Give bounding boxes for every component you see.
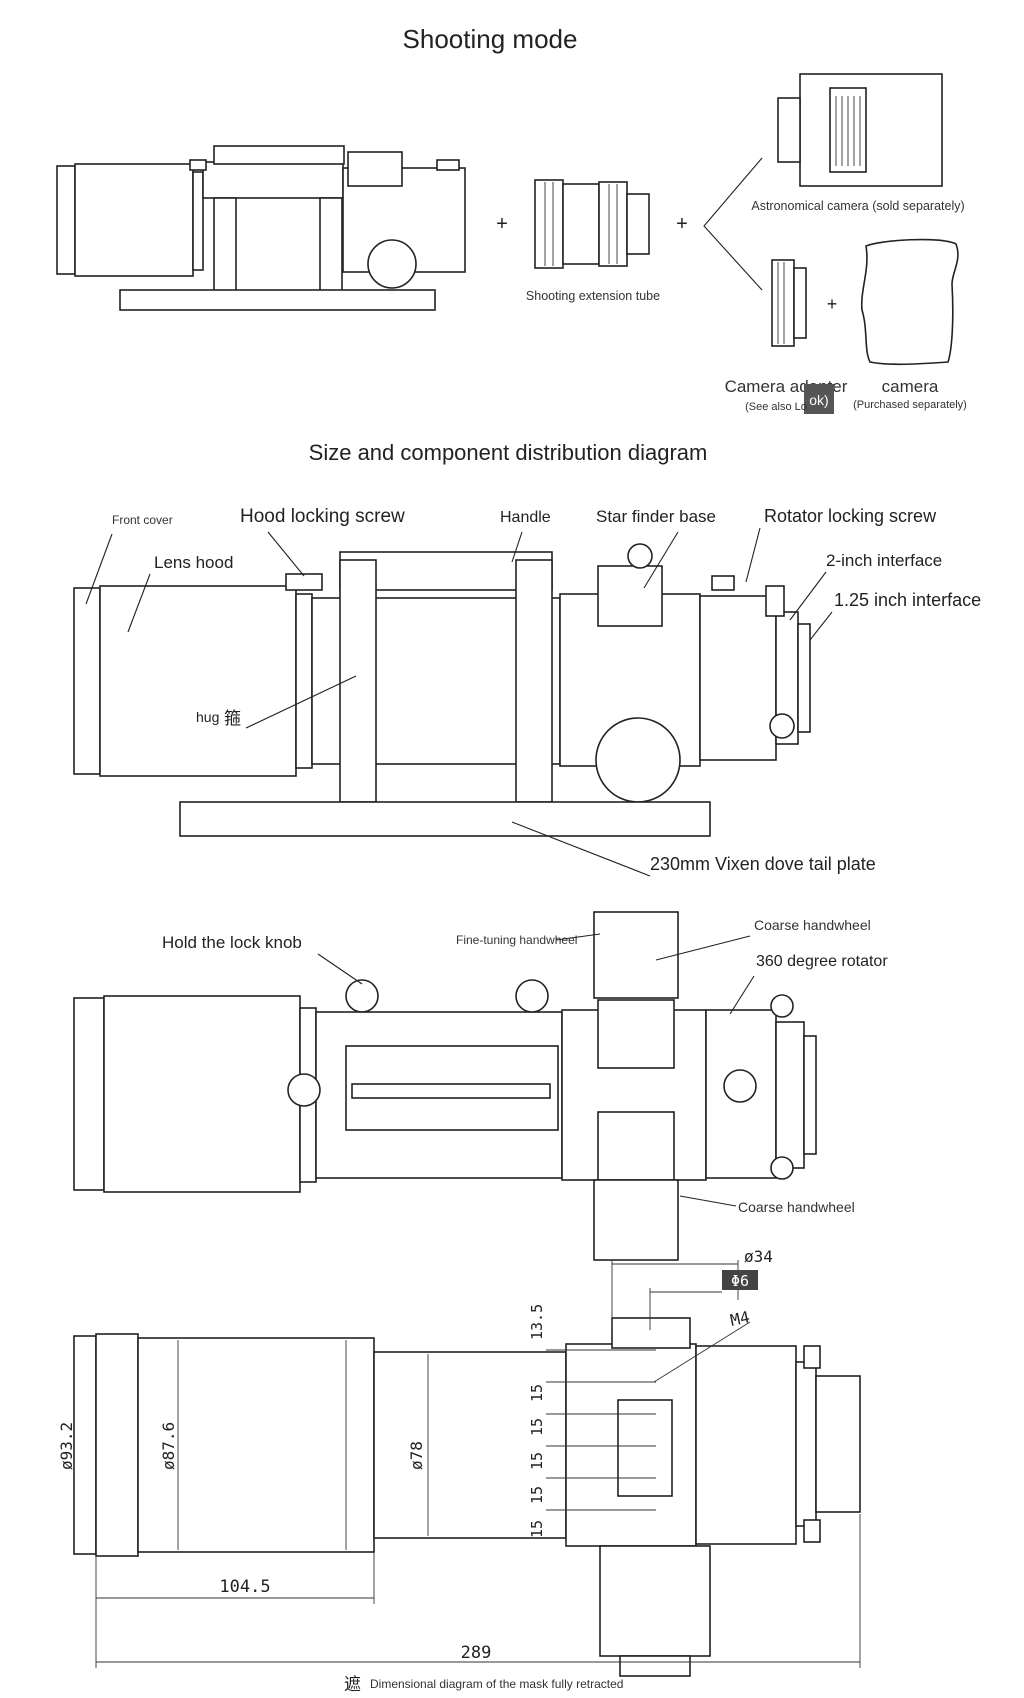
dim-104-5: 104.5 (219, 1577, 270, 1597)
fine-tuning-label: Fine-tuning handwheel (456, 933, 577, 947)
star-finder-base-label: Star finder base (596, 507, 716, 526)
leader-line (85, 533, 113, 605)
hug-label: hug (196, 709, 219, 725)
caption-label: Dimensional diagram of the mask fully re… (370, 1677, 623, 1691)
camera-adapter-drawing (771, 259, 807, 347)
telescope-dimension-drawing (73, 1317, 861, 1677)
plus-sign: + (827, 294, 838, 314)
handle-label: Handle (500, 509, 551, 526)
leader-line (555, 933, 601, 941)
leader-line (511, 531, 523, 563)
one25-inch-interface-label: 1.25 inch interface (834, 590, 981, 610)
leader-line (745, 527, 761, 583)
dim-d87-6: ø87.6 (159, 1422, 178, 1470)
rotator-360-label: 360 degree rotator (756, 953, 888, 970)
leader-line (511, 821, 651, 877)
telescope-top-drawing (73, 911, 817, 1261)
book-badge-text: ok) (809, 392, 828, 408)
dim-15-e: 15 (528, 1520, 546, 1538)
dim-15-b: 15 (528, 1418, 546, 1436)
hood-locking-screw-label: Hood locking screw (240, 506, 405, 527)
dim-15-d: 15 (528, 1486, 546, 1504)
dim-d34: ø34 (744, 1247, 773, 1266)
dim-line (653, 1321, 751, 1383)
dovetail-label: 230mm Vixen dove tail plate (650, 854, 876, 874)
branch-bracket (703, 157, 763, 291)
camera-label: camera (882, 377, 939, 396)
dim-289: 289 (461, 1643, 492, 1663)
shooting-mode-title: Shooting mode (403, 24, 578, 54)
leader-line (789, 571, 827, 621)
leader-line (127, 573, 151, 633)
telescope-side-drawing (73, 543, 811, 837)
leader-line (655, 935, 751, 961)
extension-tube-label: Shooting extension tube (526, 289, 660, 303)
dim-15-c: 15 (528, 1452, 546, 1470)
leader-line (729, 975, 755, 1015)
leader-line (317, 953, 363, 985)
dim-phi6: Φ6 (731, 1272, 749, 1290)
dim-15-a: 15 (528, 1384, 546, 1402)
front-cover-label: Front cover (112, 513, 173, 527)
leader-line (809, 611, 833, 641)
dim-d78: ø78 (407, 1441, 426, 1470)
dim-m4: M4 (729, 1307, 752, 1330)
book-badge (804, 384, 834, 414)
dim-13-5: 13.5 (528, 1304, 546, 1340)
coarse-handwheel-top-label: Coarse handwheel (754, 917, 871, 933)
plus-sign: + (676, 213, 688, 235)
phi6-badge (722, 1270, 758, 1290)
two-inch-interface-label: 2-inch interface (826, 551, 942, 570)
rotator-locking-screw-label: Rotator locking screw (764, 506, 937, 526)
dim-d93-2: ø93.2 (57, 1422, 76, 1470)
astro-camera-drawing (777, 73, 943, 187)
hold-lock-knob-label: Hold the lock knob (162, 933, 302, 952)
hug-cjk-label: 箍 (224, 709, 241, 728)
leader-line (643, 531, 679, 589)
leader-line (679, 1195, 737, 1207)
lens-hood-label: Lens hood (154, 553, 233, 572)
see-also-label: (See also Lo (745, 401, 807, 413)
telescope-small-drawing (56, 145, 466, 311)
plus-sign: + (496, 213, 508, 235)
camera-outline-drawing (860, 238, 959, 366)
components-title: Size and component distribution diagram (309, 440, 708, 465)
leader-line (267, 531, 305, 577)
extension-tube-drawing (534, 179, 650, 269)
camera-note-label: (Purchased separately) (853, 399, 967, 411)
astro-camera-label: Astronomical camera (sold separately) (751, 199, 964, 213)
leader-line (245, 675, 357, 729)
coarse-handwheel-bottom-label: Coarse handwheel (738, 1199, 855, 1215)
caption-cjk: 遮 (344, 1675, 361, 1694)
